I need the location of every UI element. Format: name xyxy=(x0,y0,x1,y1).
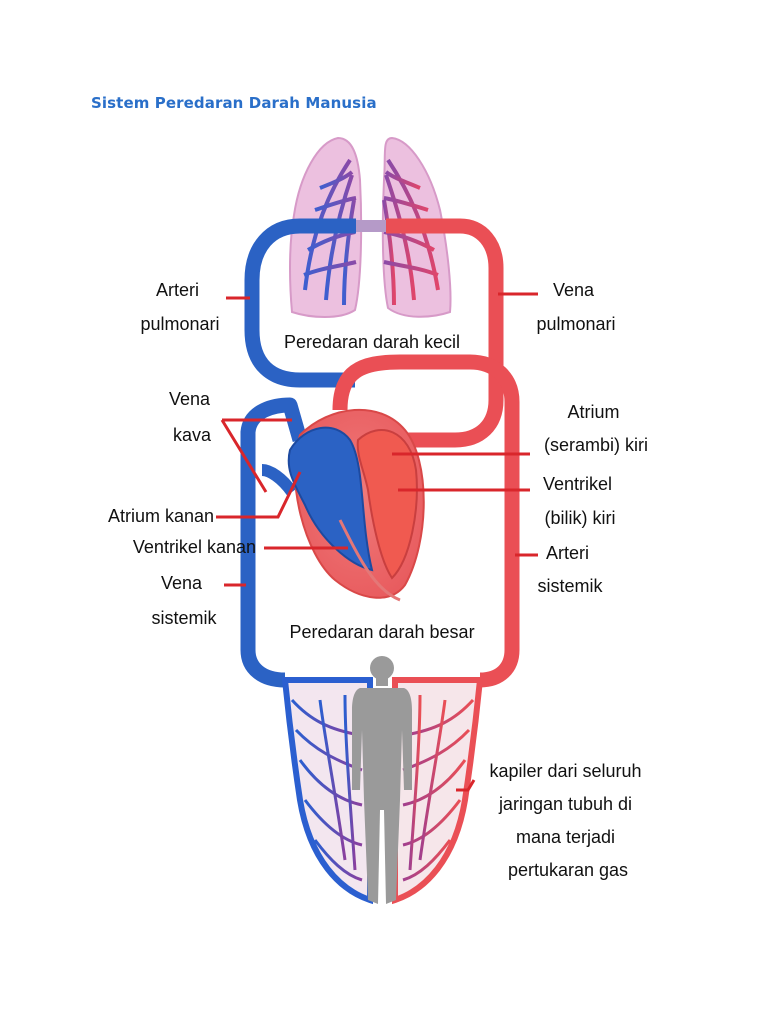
label-vena-kava: Vena kava xyxy=(169,389,215,445)
label-atrium-kiri: Atrium (serambi) kiri xyxy=(544,402,648,455)
label-vena-pulmonari: Vena pulmonari xyxy=(536,280,615,334)
page-title: Sistem Peredaran Darah Manusia xyxy=(91,94,377,112)
label-peredaran-besar: Peredaran darah besar xyxy=(289,622,474,642)
pointer-lines xyxy=(216,292,538,792)
label-peredaran-kecil: Peredaran darah kecil xyxy=(284,332,460,352)
body-capillaries xyxy=(281,677,484,905)
pulmonary-vein-vessel xyxy=(386,218,504,448)
label-arteri-pulmonari: Arteri pulmonari xyxy=(140,280,219,334)
heart-apex xyxy=(338,519,401,602)
aorta-arch-vessel xyxy=(332,354,520,688)
label-kapiler: kapiler dari seluruh jaringan tubuh di m… xyxy=(489,761,646,880)
pointer-vena-kava xyxy=(220,418,292,493)
vena-kava-inferior-vessel xyxy=(261,464,297,496)
left-heart-chambers xyxy=(356,429,418,580)
human-silhouette xyxy=(352,656,412,904)
label-ventrikel-kanan: Ventrikel kanan xyxy=(133,537,256,557)
pointer-atrium-kanan xyxy=(216,471,302,519)
label-ventrikel-kiri: Ventrikel (bilik) kiri xyxy=(543,474,617,528)
label-arteri-sistemik: Arteri sistemik xyxy=(537,543,603,596)
label-vena-sistemik: Vena sistemik xyxy=(151,573,217,628)
pointer-kapiler xyxy=(456,779,476,792)
heart xyxy=(287,409,425,602)
right-heart-chambers xyxy=(287,426,374,572)
lung-bridge xyxy=(356,220,386,232)
left-lung-vessels xyxy=(303,158,357,306)
vena-sistemik-vessel xyxy=(240,397,308,688)
pulmonary-artery-vessel xyxy=(244,218,356,388)
label-atrium-kanan: Atrium kanan xyxy=(108,506,214,526)
